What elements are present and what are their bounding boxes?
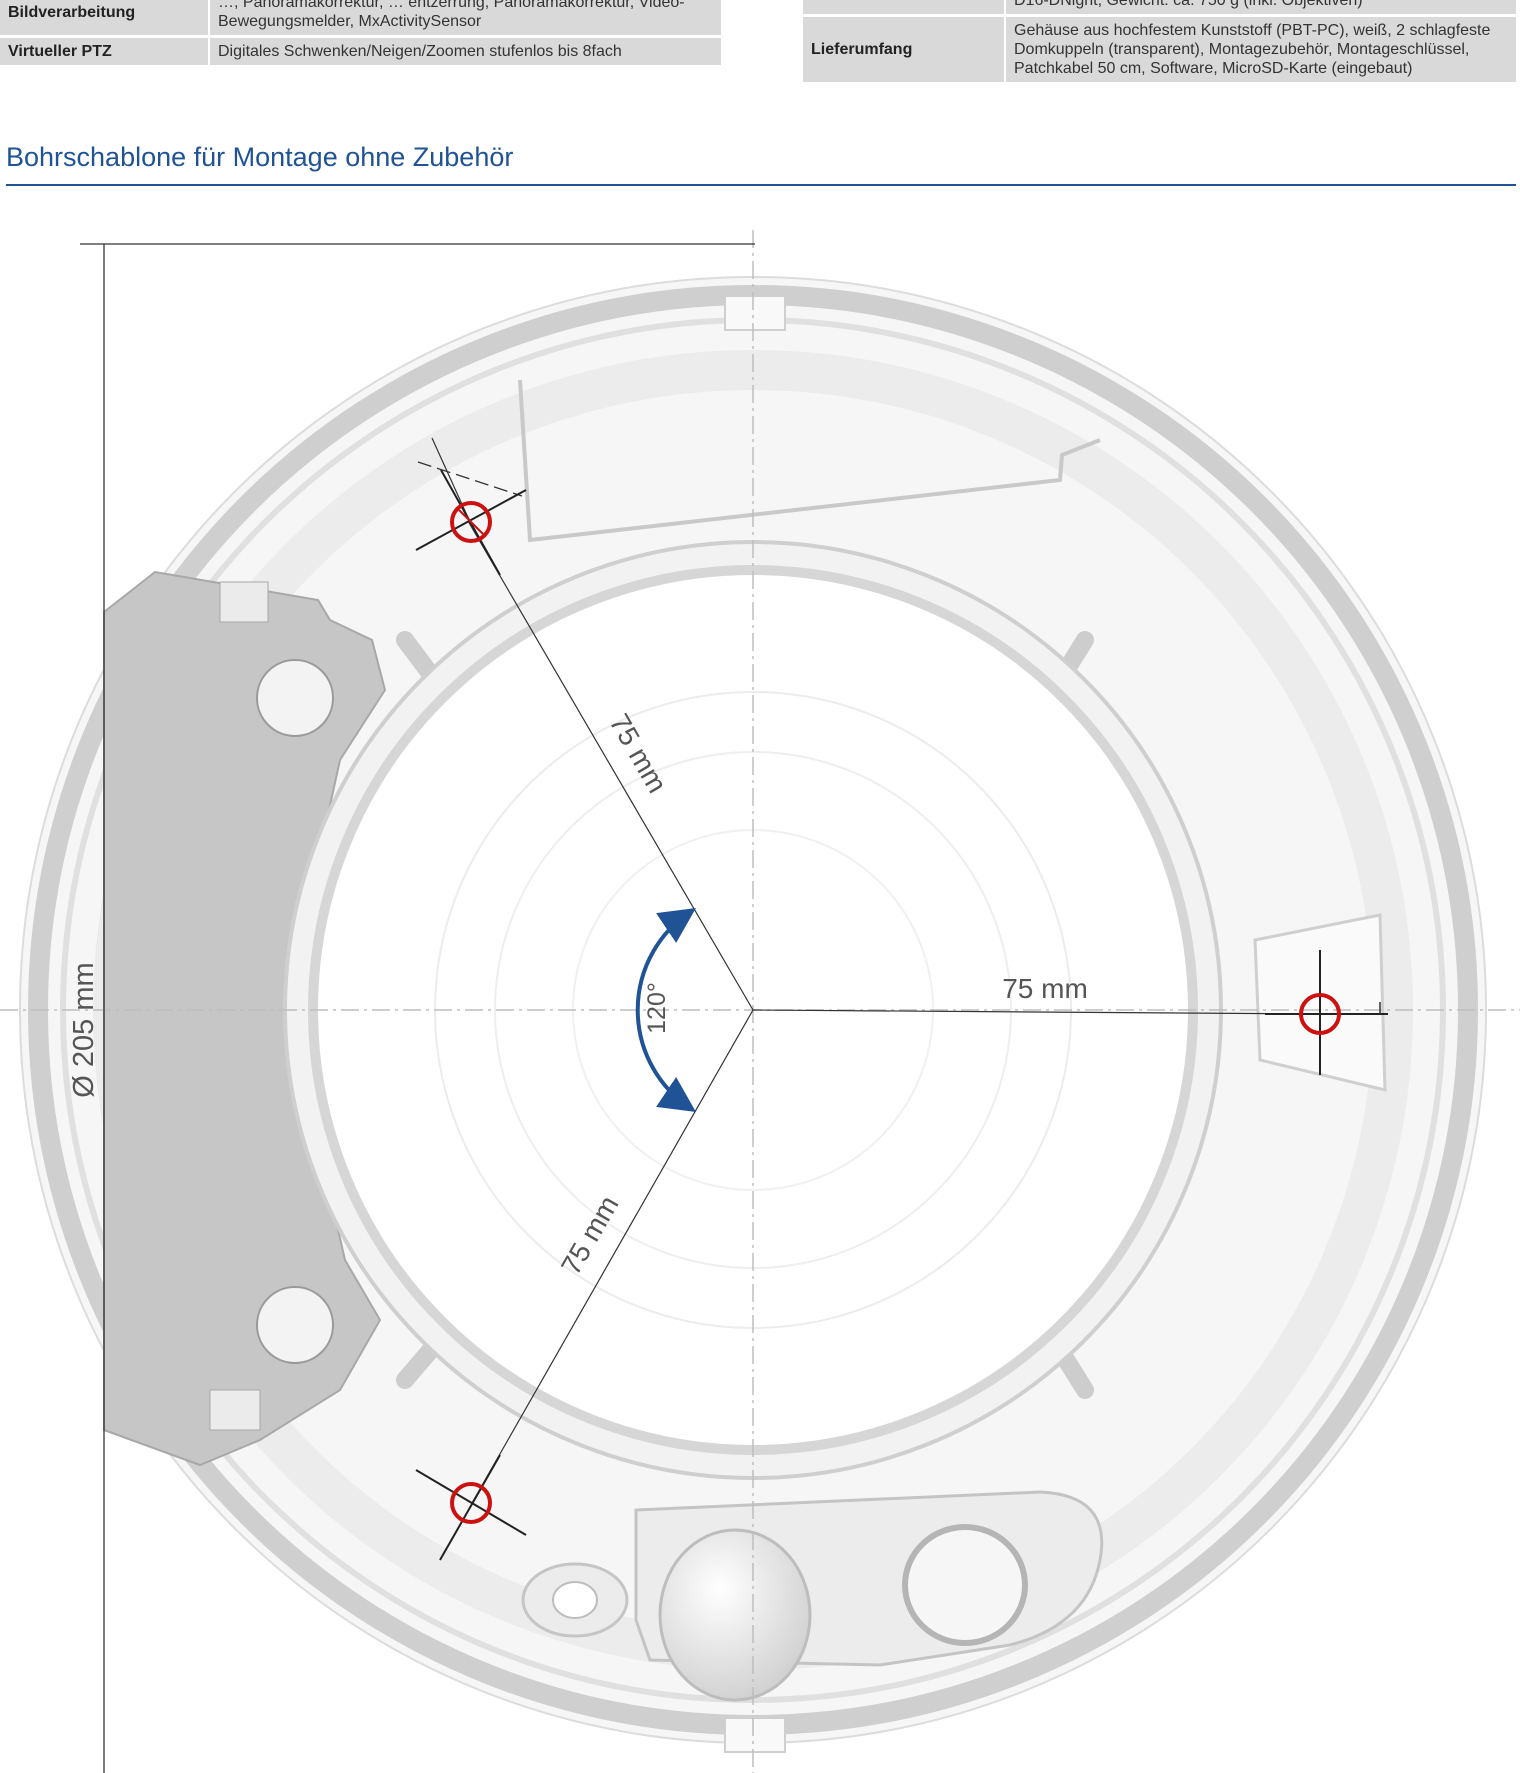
spec-row: Virtueller PTZ Digitales Schwenken/Neige… [0,38,721,65]
screw-boss-hole [552,1581,598,1619]
spec-value: …, Panoramakorrektur, … entzerrung, Pano… [210,0,721,35]
panel-tab [219,581,269,623]
drill-hole-right [1265,950,1388,1075]
diameter-dimension [80,243,755,1773]
spec-value: Digitales Schwenken/Neigen/Zoomen stufen… [210,38,721,65]
dome-socket-right [902,1524,1028,1646]
mount-hole-upper [256,659,334,737]
spec-value: D16-DNight; Gewicht: ca. 750 g (inkl. Ob… [1006,0,1516,14]
section-title: Bohrschablone für Montage ohne Zubehör [6,142,514,172]
bottom-clip [724,1717,786,1753]
panel-tab [209,1389,261,1431]
spec-table-left: Bildverarbeitung …, Panoramakorrektur, …… [0,0,721,68]
section-divider [6,184,1516,186]
radius-right-label: 75 mm [1002,973,1088,1004]
drill-hole-lower [415,1454,527,1561]
bracket-outline-top [518,379,1101,543]
spec-key [803,0,1006,14]
spec-row: Bildverarbeitung …, Panoramakorrektur, …… [0,0,721,35]
spec-row: Lieferumfang Gehäuse aus hochfestem Kuns… [803,17,1516,82]
diameter-label: Ø 205 mm [68,962,100,1097]
drill-template-drawing: Ø 205 mm 75 mm 75 mm 75 mm 120° [0,230,1520,1773]
spec-key: Lieferumfang [803,17,1006,82]
angle-arc [635,907,696,1113]
drill-hole-upper [415,461,527,576]
angle-label: 120° [643,982,671,1034]
spec-table-right: D16-DNight; Gewicht: ca. 750 g (inkl. Ob… [803,0,1516,85]
radius-lines [431,437,1380,1504]
mount-hole-lower [256,1286,334,1364]
spec-value: Gehäuse aus hochfestem Kunststoff (PBT-P… [1006,17,1516,82]
spec-key: Bildverarbeitung [0,0,210,35]
spec-row: D16-DNight; Gewicht: ca. 750 g (inkl. Ob… [803,0,1516,14]
top-clip [724,295,786,331]
dome-socket-center [658,1528,812,1702]
spec-key: Virtueller PTZ [0,38,210,65]
